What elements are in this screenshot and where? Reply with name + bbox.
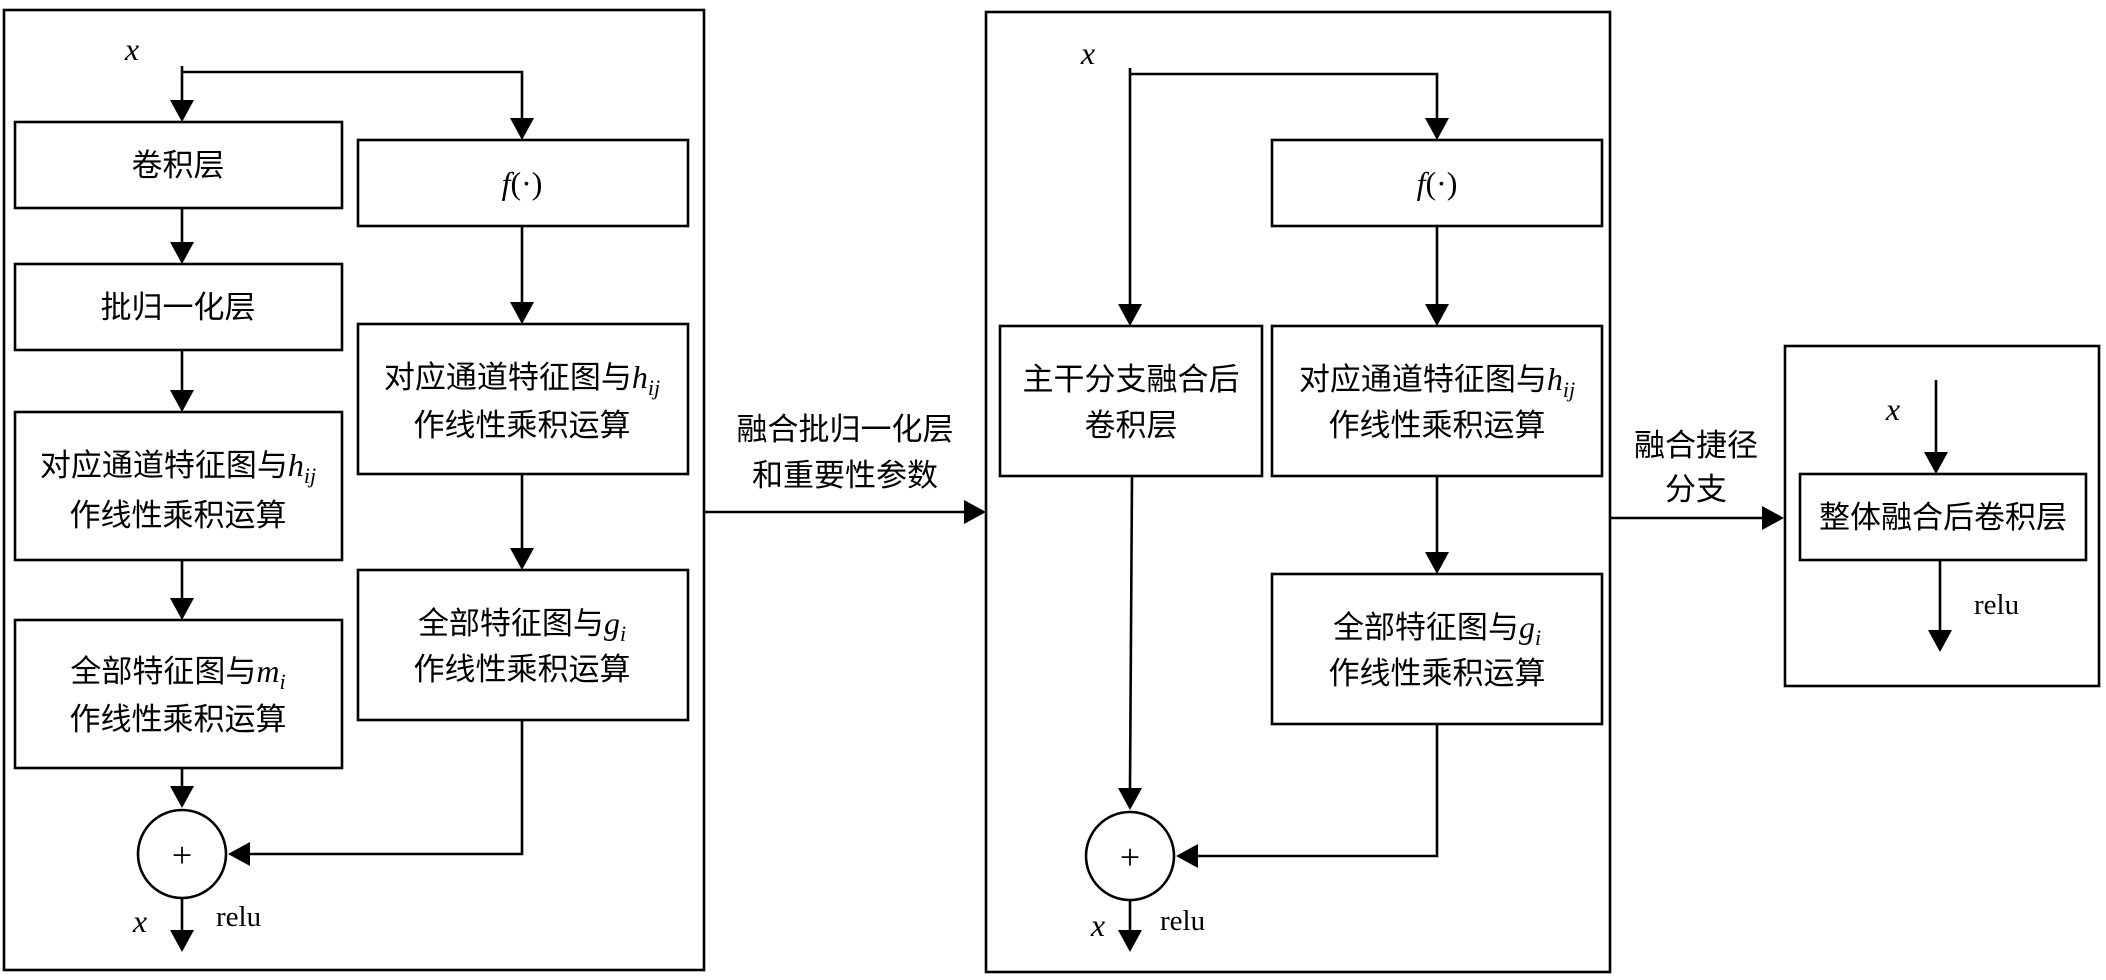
fuse-shortcut-label-line1: 融合捷径 (1634, 428, 1758, 464)
fully-fused-conv-block (1798, 472, 2088, 562)
trunk-fused-conv-line1: 主干分支融合后 (1023, 362, 1240, 398)
panel2-input-x: x (1080, 35, 1095, 71)
branch-mul-h-line1: 对应通道特征图与hij (1299, 361, 1575, 402)
arrow-head (170, 786, 194, 808)
channel-mul-h-line2: 作线性乘积运算 (70, 498, 287, 534)
branch-mul-g-line2: 作线性乘积运算 (414, 652, 631, 688)
arrow-head (1176, 844, 1198, 868)
arrow-head (1928, 630, 1952, 652)
branch-to-sum-line (250, 720, 524, 856)
panel1-input-x: x (124, 31, 139, 67)
panel1-input-split (182, 70, 524, 120)
channel-mul-h-line1: 对应通道特征图与hij (40, 447, 316, 488)
conv-layer-block (13, 120, 344, 210)
arrow-head (170, 598, 194, 620)
panel2-input-split (1130, 72, 1439, 120)
arrow-head (510, 302, 534, 324)
panel2-output-x: x (1090, 907, 1105, 943)
arrow-head (1425, 552, 1449, 574)
fuse-bn-label-line1: 融合批归一化层 (737, 412, 954, 448)
branch-mul-h-line2: 作线性乘积运算 (414, 408, 631, 444)
sum-symbol: + (1120, 837, 1140, 877)
f-block (356, 138, 690, 228)
f-label: f(·) (502, 165, 543, 201)
all-mul-m-line2: 作线性乘积运算 (70, 702, 287, 738)
branch-mul-g-line1: 全部特征图与gi (418, 605, 626, 646)
arrow-head (510, 548, 534, 570)
trunk-fused-conv-block (998, 324, 1264, 478)
branch-mul-h-line1: 对应通道特征图与hij (384, 359, 660, 400)
arrow-head (1118, 304, 1142, 326)
arrow-head (1924, 452, 1948, 474)
panel1-frame (2, 8, 706, 972)
panel2-frame (984, 10, 1612, 974)
arrow-head (170, 100, 194, 122)
fuse-shortcut-label-line2: 分支 (1665, 472, 1727, 508)
batch-norm-block (13, 262, 344, 352)
arrow-head (1425, 304, 1449, 326)
fuse-bn-label-line2: 和重要性参数 (752, 458, 938, 494)
arrow-head (1762, 506, 1784, 530)
f-label: f(·) (1417, 165, 1458, 201)
trunk-fused-conv-line2: 卷积层 (1085, 408, 1178, 444)
branch-to-sum-line (1198, 724, 1439, 858)
branch-mul-h-line2: 作线性乘积运算 (1329, 408, 1546, 444)
panel2-relu-label: relu (1160, 905, 1205, 937)
sum-symbol: + (172, 835, 192, 875)
panel3-frame (1783, 344, 2101, 688)
arrow-head (170, 930, 194, 952)
batch-norm-label: 批归一化层 (101, 290, 256, 326)
arrow-head (510, 118, 534, 140)
panel1-relu-label: relu (216, 901, 261, 933)
arrow-head (170, 390, 194, 412)
all-mul-m-block (13, 618, 344, 770)
all-mul-m-line1: 全部特征图与mi (70, 653, 285, 694)
fuse-bn-arrow: 融合批归一化层 和重要性参数 (704, 412, 986, 524)
arrow-head (964, 500, 986, 524)
arrow-head (1118, 788, 1142, 810)
panel3-input-x: x (1885, 391, 1900, 427)
branch-mul-g-line2: 作线性乘积运算 (1329, 656, 1546, 692)
conv-layer-label: 卷积层 (132, 148, 225, 184)
branch-all-mul-g-block (1270, 572, 1604, 726)
branch-mul-g-line1: 全部特征图与gi (1333, 609, 1541, 650)
arrow-head (170, 242, 194, 264)
panel-fused-bn: x 主干分支融合后 卷积层 + x relu f(·) 对应通道特征图与hij … (984, 10, 1612, 974)
trunk-to-sum-line (1128, 475, 1134, 789)
arrow-head (1425, 118, 1449, 140)
arrow-head (1118, 930, 1142, 952)
panel-fully-fused: x 整体融合后卷积层 relu (1783, 344, 2101, 688)
arrow-head (228, 842, 250, 866)
branch-all-mul-g-block (356, 568, 690, 722)
channel-mul-h-block (13, 410, 344, 562)
fuse-shortcut-arrow: 融合捷径 分支 (1610, 428, 1784, 530)
panel1-output-x: x (132, 903, 147, 939)
branch-channel-mul-h-block (1270, 324, 1604, 478)
panel3-relu-label: relu (1974, 589, 2019, 621)
branch-channel-mul-h-block (356, 322, 690, 476)
panel-original-block: x 卷积层 批归一化层 对应通道特征图与hij 作线性乘积运算 全部特征图与mi… (2, 8, 706, 972)
fully-fused-conv-label: 整体融合后卷积层 (1819, 500, 2067, 536)
